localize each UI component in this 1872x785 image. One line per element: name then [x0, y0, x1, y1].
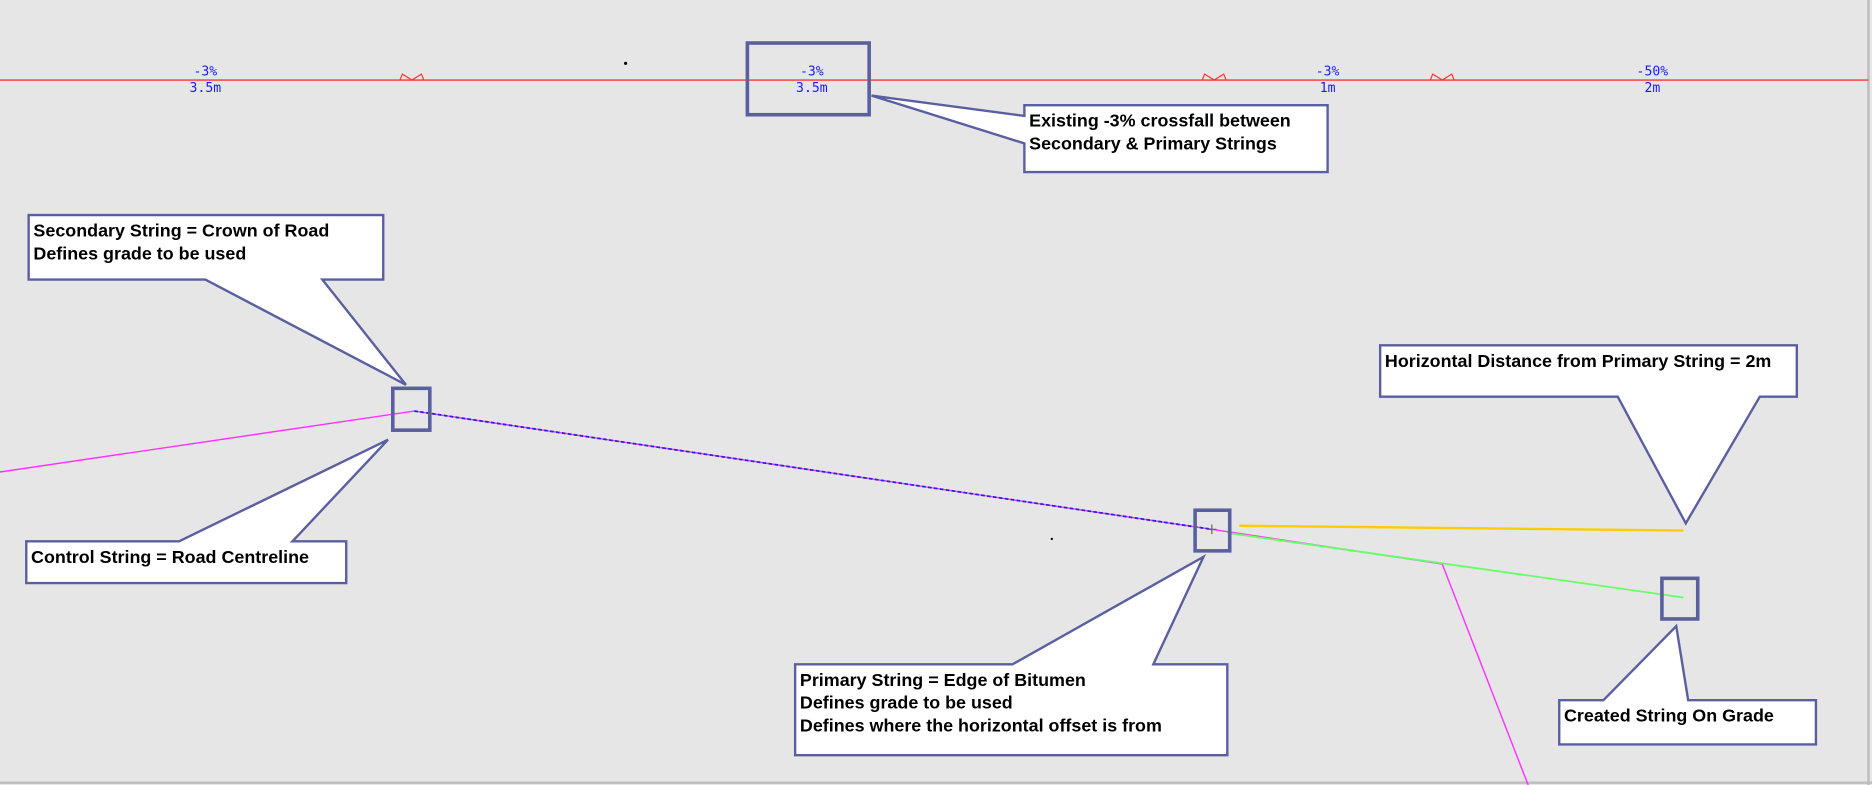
callout-text: Created String On Grade — [1564, 706, 1774, 726]
secondary-to-primary-link[interactable] — [414, 410, 1212, 531]
callout-control-string: Control String = Road Centreline — [25, 438, 389, 585]
callout-text: Defines where the horizontal offset is f… — [800, 715, 1162, 735]
string-marker — [399, 73, 425, 81]
section-label: -3% 1m — [1316, 64, 1340, 96]
width-label: 2m — [1644, 81, 1660, 96]
callout-text: Defines grade to be used — [33, 243, 246, 263]
callout-text: Defines grade to be used — [800, 693, 1013, 713]
callout-primary-string: Primary String = Edge of Bitumen Defines… — [793, 553, 1229, 757]
grade-label: -3% — [193, 64, 217, 79]
grade-label: -3% — [800, 64, 824, 79]
callout-created-string: Created String On Grade — [1558, 623, 1818, 746]
callout-existing-crossfall: Existing -3% crossfall between Secondary… — [871, 94, 1329, 174]
horizontal-offset-line[interactable] — [1239, 524, 1684, 532]
crosshair-icon — [1207, 524, 1217, 535]
string-marker — [1429, 73, 1455, 81]
callout-horizontal-distance: Horizontal Distance from Primary String … — [1378, 344, 1799, 526]
callout-text: Control String = Road Centreline — [31, 547, 309, 567]
width-label: 1m — [1320, 81, 1336, 96]
string-marker — [1201, 73, 1227, 81]
section-markers — [399, 73, 1455, 81]
callout-text: Primary String = Edge of Bitumen — [800, 670, 1086, 690]
point-marker — [624, 61, 628, 65]
section-label: -3% 3.5m — [190, 64, 222, 96]
callout-text: Horizontal Distance from Primary String … — [1385, 351, 1771, 371]
point-marker — [1050, 537, 1054, 541]
highlight-box-secondary — [391, 386, 432, 432]
section-label: -3% 3.5m — [796, 64, 828, 96]
highlight-box-crossfall — [745, 41, 871, 117]
callout-secondary-string: Secondary String = Crown of Road Defines… — [27, 213, 407, 386]
grade-label: -3% — [1316, 64, 1340, 79]
callout-text: Secondary String = Crown of Road — [33, 221, 329, 241]
width-label: 3.5m — [796, 81, 828, 96]
width-label: 3.5m — [190, 81, 222, 96]
created-string-line[interactable] — [1227, 532, 1684, 599]
highlight-box-created — [1660, 576, 1700, 621]
highlight-box-primary — [1193, 508, 1232, 553]
control-string-line[interactable] — [0, 410, 415, 473]
grade-label: -50% — [1637, 64, 1669, 79]
callout-text: Existing -3% crossfall between — [1029, 111, 1291, 131]
callout-text: Secondary & Primary Strings — [1029, 133, 1277, 153]
section-label: -50% 2m — [1637, 64, 1669, 96]
